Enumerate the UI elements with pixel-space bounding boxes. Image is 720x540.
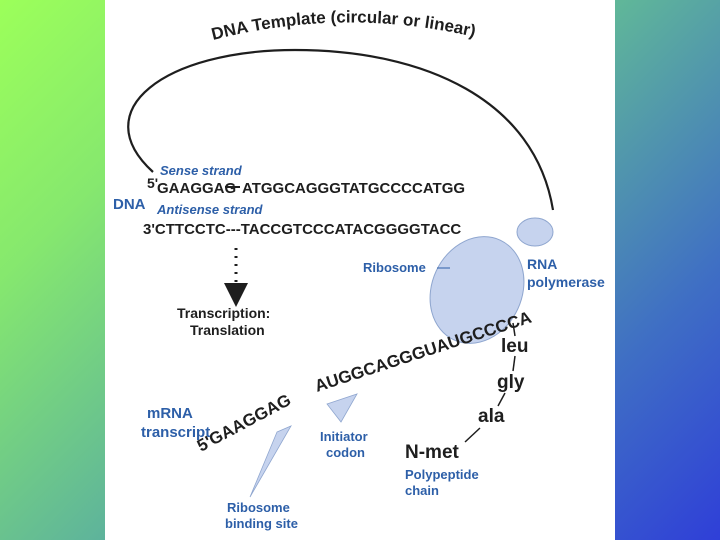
ribosome-binding-label: Ribosome xyxy=(227,500,290,515)
transcription-label: Transcription: xyxy=(177,305,270,321)
ribosome-shape xyxy=(429,236,525,344)
ribosome-label: Ribosome xyxy=(363,260,426,275)
rna-polymerase-label-2: polymerase xyxy=(527,274,605,290)
dna-transcription-diagram: DNA Template (circular or linear) Sense … xyxy=(113,7,605,531)
translation-label: Translation xyxy=(190,322,265,338)
polypeptide-label: Polypeptide xyxy=(405,467,479,482)
chain-bond-3 xyxy=(497,392,506,407)
ribosome-binding-site-pointer xyxy=(249,425,292,498)
dna-template-loop xyxy=(127,48,555,211)
amino-acid-ala: ala xyxy=(478,406,505,427)
mrna-transcript-label: transcript xyxy=(141,424,210,441)
amino-acid-leu: leu xyxy=(501,336,528,357)
rna-polymerase-shape xyxy=(516,217,554,247)
binding-site-label: binding site xyxy=(225,516,298,531)
initiator-label: Initiator xyxy=(320,429,368,444)
mrna-label: mRNA xyxy=(147,405,193,422)
dna-label: DNA xyxy=(113,196,146,213)
sense-sequence-right: ATGGCAGGGTATGCCCCATGG xyxy=(242,180,465,197)
diagram-panel: DNA Template (circular or linear) Sense … xyxy=(105,0,615,540)
chain-bond-2 xyxy=(512,355,516,372)
polypeptide-chain-label: chain xyxy=(405,483,439,498)
antisense-sequence: 3'CTTCCTC---TACCGTCCCATACGGGGTACC xyxy=(143,221,461,238)
chain-bond-1 xyxy=(512,322,516,337)
chain-bond-4 xyxy=(464,427,481,443)
codon-label: codon xyxy=(326,445,365,460)
sense-sequence-left: GAAGGAG xyxy=(157,180,236,197)
rna-polymerase-label: RNA xyxy=(527,256,557,272)
initiator-codon-pointer xyxy=(326,393,358,423)
amino-acid-n-met: N-met xyxy=(405,442,460,463)
sense-strand-label: Sense strand xyxy=(160,163,243,178)
amino-acid-gly: gly xyxy=(497,372,525,393)
antisense-strand-label: Antisense strand xyxy=(156,202,264,217)
diagram-title: DNA Template (circular or linear) xyxy=(209,7,477,43)
sense-prime-label: 5' xyxy=(147,175,158,191)
